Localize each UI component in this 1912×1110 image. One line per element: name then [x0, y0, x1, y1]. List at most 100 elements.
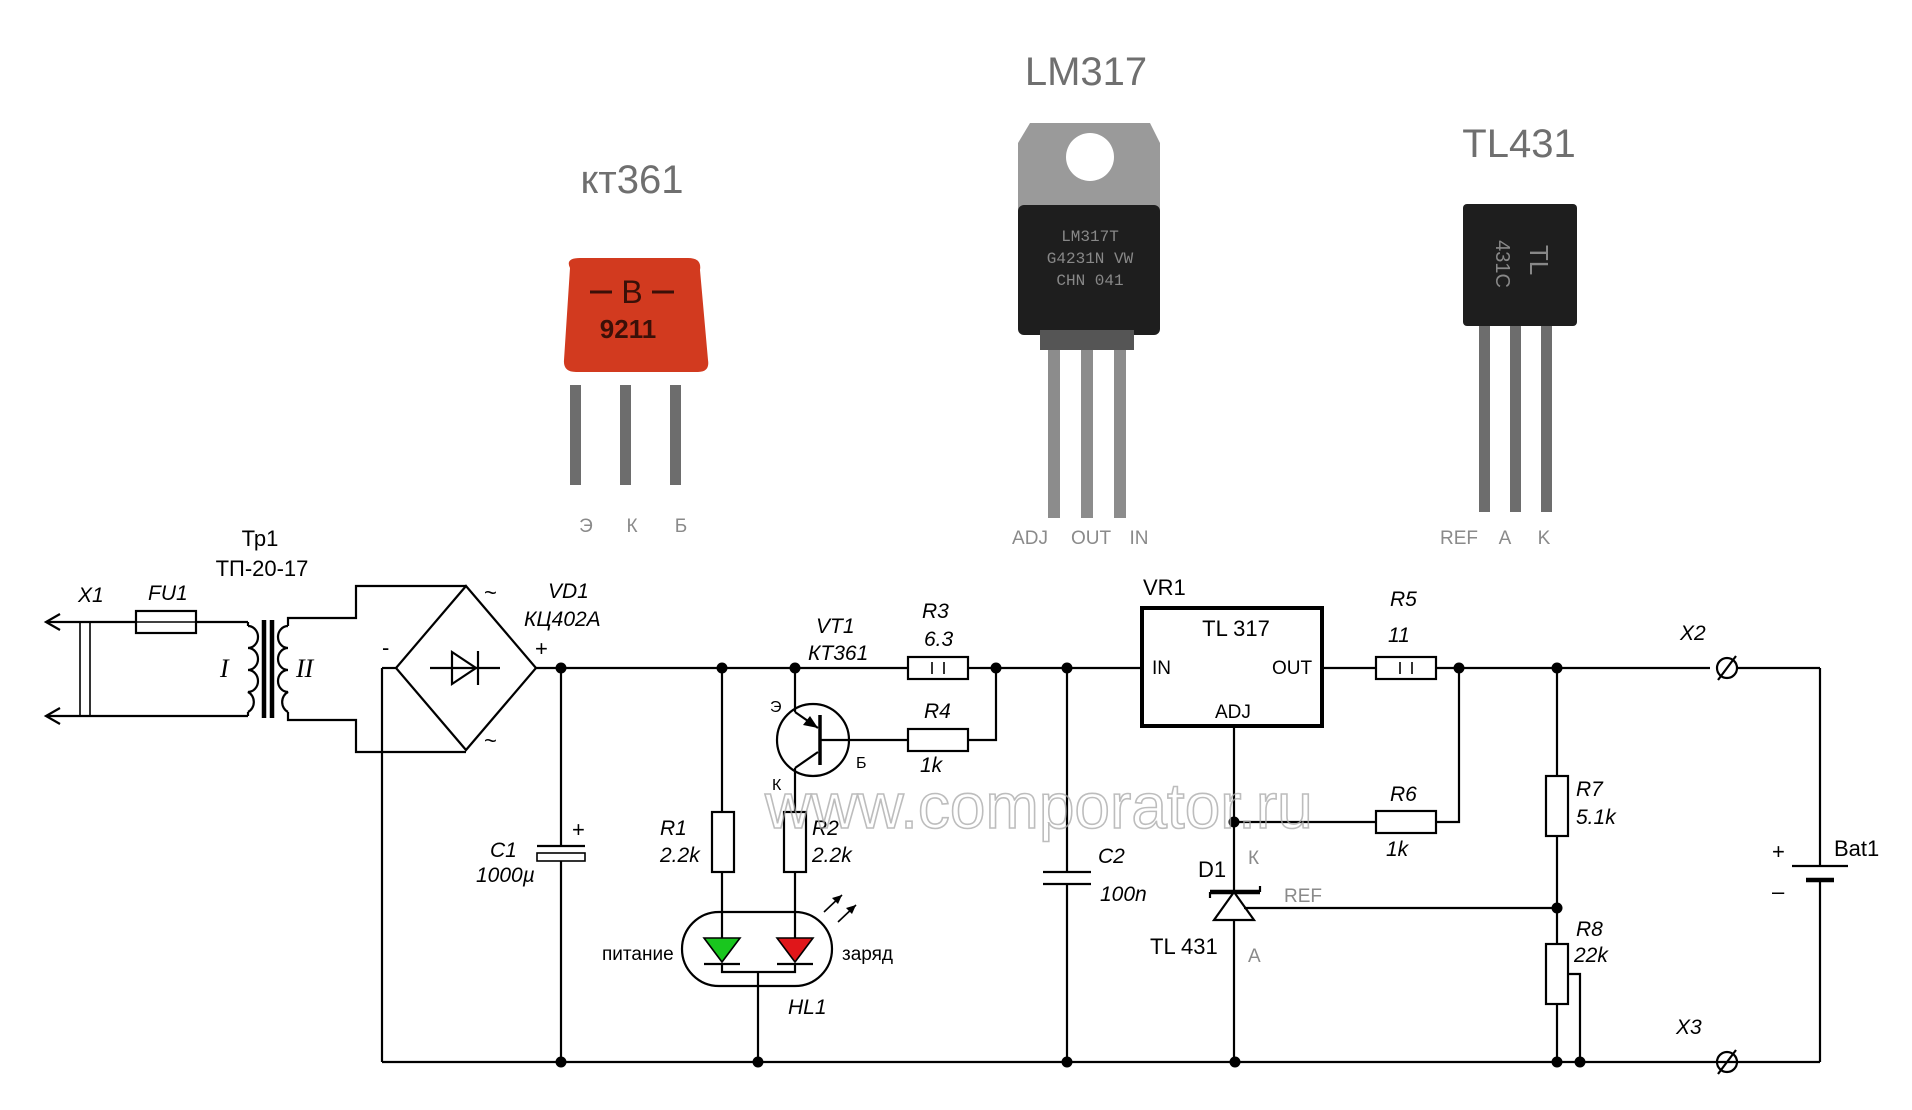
c1-capacitor: + C1 1000µ: [476, 668, 586, 1062]
c2-value: 100n: [1100, 883, 1147, 906]
tr1-primary-label: I: [219, 654, 230, 683]
r8-ref: R8: [1576, 918, 1603, 941]
d1-tl431: D1 TL 431 К REF А: [1150, 822, 1557, 1062]
d1-ref: D1: [1198, 857, 1226, 882]
c1-value: 1000µ: [476, 864, 535, 887]
lm317-body: [1018, 205, 1160, 335]
fu1-label: FU1: [148, 582, 188, 605]
r3-resistor: R3 6.3: [906, 600, 980, 681]
r5-ref: R5: [1390, 588, 1417, 611]
r6-ref: R6: [1390, 783, 1417, 806]
vr1-regulator: VR1 TL 317 IN OUT ADJ: [1140, 575, 1324, 822]
r3-ref: R3: [922, 600, 949, 623]
r2-value: 2.2k: [811, 844, 853, 867]
x2-terminal: X2: [1679, 622, 1820, 681]
tr1-ref: Тр1: [242, 526, 279, 551]
vr1-adj: ADJ: [1215, 702, 1251, 723]
vr1-out: OUT: [1272, 658, 1313, 679]
r3-value: 6.3: [924, 628, 954, 651]
kt361-pin-k: К: [626, 516, 637, 537]
lm317-pin-out: OUT: [1071, 528, 1112, 549]
tr1-transformer: I II Тр1 ТП-20-17: [88, 526, 420, 754]
kt361-title: кт361: [580, 158, 683, 202]
r6-value: 1k: [1386, 838, 1410, 861]
tl431-photo: TL431 TL 431C REF A K: [1440, 122, 1577, 549]
svg-text:TL: TL: [1524, 245, 1554, 275]
svg-text:~: ~: [484, 728, 497, 753]
watermark-text: www.comporator.ru: [764, 770, 1313, 842]
tl431-title: TL431: [1462, 122, 1575, 166]
svg-text:REF: REF: [1284, 886, 1322, 907]
svg-text:+: +: [572, 817, 585, 842]
r2-resistor: R2 2.2k: [782, 810, 853, 942]
svg-text:LM317T: LM317T: [1061, 228, 1119, 246]
vd1-bridge: ~ ~ + - VD1 КЦ402А: [380, 580, 601, 1062]
r2-ref: R2: [812, 817, 839, 840]
vt1-ref: VT1: [816, 615, 855, 638]
svg-text:CHN 041: CHN 041: [1056, 272, 1123, 290]
vt1-transistor: VT1 КТ361 Э К Б: [770, 615, 908, 812]
svg-text:Б: Б: [856, 755, 867, 772]
r1-resistor: R1 2.2k: [659, 668, 736, 942]
kt361-photo: кт361 В 9211 Э К Б: [563, 158, 709, 537]
svg-text:+: +: [535, 636, 548, 661]
lm317-title: LM317: [1025, 50, 1147, 94]
svg-text:+: +: [1772, 839, 1785, 864]
lm317-pin-adj: ADJ: [1012, 528, 1048, 549]
kt361-body: [563, 258, 709, 372]
x3-terminal: X3: [1675, 1016, 1739, 1075]
r8-value: 22k: [1573, 944, 1609, 967]
fu1-fuse: FU1: [88, 582, 248, 635]
x2-label: X2: [1679, 622, 1706, 645]
vd1-ref: VD1: [548, 580, 589, 603]
r1-ref: R1: [660, 817, 687, 840]
r7-ref: R7: [1576, 778, 1604, 801]
tl431-body: [1463, 204, 1577, 326]
r5-value: 11: [1388, 624, 1410, 647]
r4-ref: R4: [924, 700, 951, 723]
r6-resistor: R6 1k: [1228, 668, 1461, 861]
r4-value: 1k: [920, 754, 944, 777]
tl431-pin-a: A: [1499, 528, 1512, 549]
c1-ref: C1: [490, 839, 517, 862]
tl431-pin-ref: REF: [1440, 528, 1478, 549]
r7-resistor: R7 5.1k: [1544, 668, 1617, 944]
svg-text:–: –: [1772, 879, 1785, 904]
hl1-ref: HL1: [788, 996, 827, 1019]
svg-text:В: В: [621, 274, 642, 310]
hl1-green-led: [702, 937, 742, 964]
vr1-in: IN: [1152, 658, 1171, 679]
svg-text:9211: 9211: [600, 314, 656, 344]
r5-resistor: R5 11: [1322, 588, 1710, 681]
svg-text:~: ~: [484, 580, 497, 605]
c2-capacitor: C2 100n: [1043, 668, 1147, 1062]
lm317-photo: LM317 LM317T G4231N VW CHN 041 ADJ OUT I…: [1012, 50, 1160, 549]
hl1-left-label: питание: [602, 944, 674, 965]
vt1-type: КТ361: [808, 642, 868, 665]
bat1-battery: + – Bat1: [1772, 668, 1879, 1062]
r7-value: 5.1k: [1576, 806, 1617, 829]
x1-label: X1: [77, 584, 104, 607]
bat1-ref: Bat1: [1834, 836, 1879, 861]
hl1-red-led: [775, 937, 815, 964]
svg-text:431C: 431C: [1491, 240, 1513, 288]
tl431-pin-k: K: [1538, 528, 1551, 549]
vr1-ref: VR1: [1143, 575, 1186, 600]
svg-text:Э: Э: [770, 699, 782, 716]
x3-label: X3: [1675, 1016, 1702, 1039]
d1-type: TL 431: [1150, 934, 1218, 959]
svg-text:К: К: [772, 777, 782, 794]
r8-resistor: R8 22k: [1544, 918, 1609, 1062]
c2-ref: C2: [1098, 845, 1125, 868]
kt361-pin-b: Б: [675, 516, 687, 537]
svg-text:G4231N VW: G4231N VW: [1047, 250, 1134, 268]
tr1-secondary-label: II: [295, 654, 315, 683]
svg-text:А: А: [1248, 946, 1261, 967]
svg-text:-: -: [382, 635, 389, 660]
kt361-pin-e: Э: [579, 516, 593, 537]
x1-connector: X1: [43, 584, 104, 725]
lm317-pin-in: IN: [1130, 528, 1149, 549]
r1-value: 2.2k: [659, 844, 701, 867]
r4-resistor: R4 1k: [906, 668, 998, 777]
